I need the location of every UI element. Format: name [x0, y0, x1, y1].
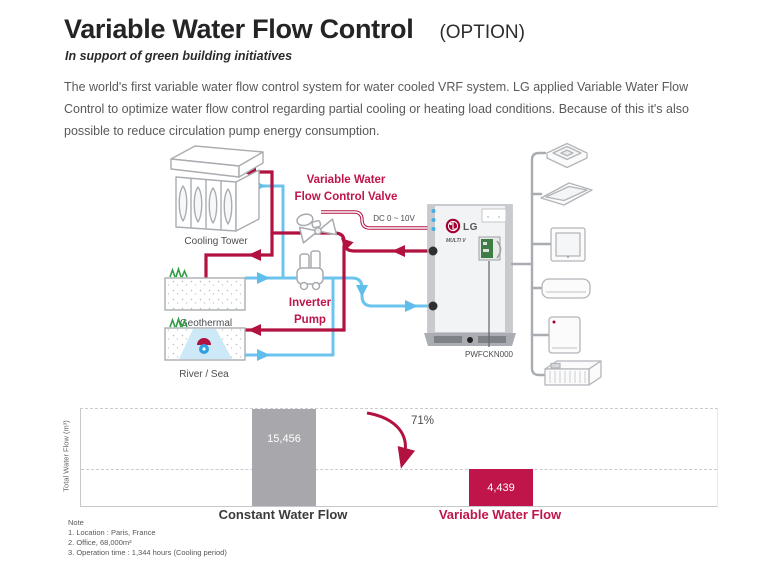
geothermal-field — [164, 266, 246, 311]
signal-terminal-dot — [431, 209, 436, 213]
ceiling-concealed-indoor-unit — [540, 182, 593, 206]
cooling-tower — [170, 145, 264, 232]
cold-water-port — [428, 301, 438, 311]
signal-terminal-dot — [431, 227, 436, 231]
river-sea-source — [164, 316, 246, 361]
pump-label-line2: Pump — [294, 314, 326, 326]
refrigerant-piping — [510, 151, 553, 377]
geothermal-label: Geothermal — [180, 318, 232, 329]
page-subtitle: In support of green building initiatives — [65, 49, 293, 63]
valve-label-line2: Flow Control Valve — [295, 191, 398, 203]
constant-bar-value: 15,456 — [267, 433, 301, 445]
note-item: 1. Location : Paris, France — [68, 528, 156, 537]
artcool-gallery-indoor-unit — [550, 227, 586, 262]
chart-y-axis-label: Total Water Flow (m³) — [61, 420, 71, 492]
reduction-percentage: 71% — [411, 415, 435, 427]
footnotes: Note 1. Location : Paris, France 2. Offi… — [68, 518, 227, 558]
category-label-variable: Variable Water Flow — [438, 507, 562, 522]
note-item: 2. Office, 68,000m² — [68, 538, 132, 547]
console-indoor-unit — [548, 316, 581, 354]
outdoor-unit: LG MULTI V — [424, 204, 516, 346]
water-flow-chart: 15,456 4,439 71% — [80, 408, 718, 507]
cassette-indoor-unit — [546, 142, 588, 169]
wall-mounted-indoor-unit — [541, 278, 591, 299]
river-sea-label: River / Sea — [179, 369, 229, 380]
category-label-constant: Constant Water Flow — [218, 507, 348, 522]
description-paragraph: The world's first variable water flow co… — [64, 80, 689, 138]
cold-flow-arrows — [253, 180, 418, 361]
dc-signal-label: DC 0 ~ 10V — [373, 214, 415, 223]
gridline-4439 — [81, 469, 717, 470]
pump-label-line1: Inverter — [289, 297, 332, 309]
page-title: Variable Water Flow Control — [64, 14, 414, 44]
option-tag: (OPTION) — [439, 22, 525, 43]
indoor-units — [540, 142, 602, 386]
valve-label-line1: Variable Water — [307, 174, 386, 186]
flow-control-valve-icon — [296, 213, 338, 244]
inverter-pump-icon — [296, 250, 324, 291]
multi-v-logo-text: MULTI V — [446, 238, 466, 244]
lg-logo-icon — [445, 218, 461, 234]
ducted-indoor-unit — [544, 360, 602, 386]
note-item: 3. Operation time : 1,344 hours (Cooling… — [68, 548, 227, 557]
reduction-arrow — [366, 411, 416, 469]
cooling-tower-label: Cooling Tower — [184, 236, 248, 247]
note-heading: Note — [68, 518, 84, 527]
control-signal-line — [321, 210, 430, 230]
controller-label: PWFCKN000 — [465, 350, 514, 359]
variable-bar-value: 4,439 — [487, 481, 515, 494]
constant-water-flow-bar: 15,456 — [252, 409, 316, 506]
signal-terminal-dot — [431, 218, 436, 222]
control-board — [478, 236, 502, 261]
hot-water-port — [428, 246, 438, 256]
system-diagram: DC 0 ~ 10V Cooling Tower — [164, 142, 602, 386]
header: Variable Water Flow Control (OPTION) — [64, 14, 525, 45]
lg-logo-text: LG — [463, 222, 478, 233]
hot-flow-arrows — [243, 166, 405, 336]
variable-water-flow-bar: 4,439 — [469, 469, 533, 506]
